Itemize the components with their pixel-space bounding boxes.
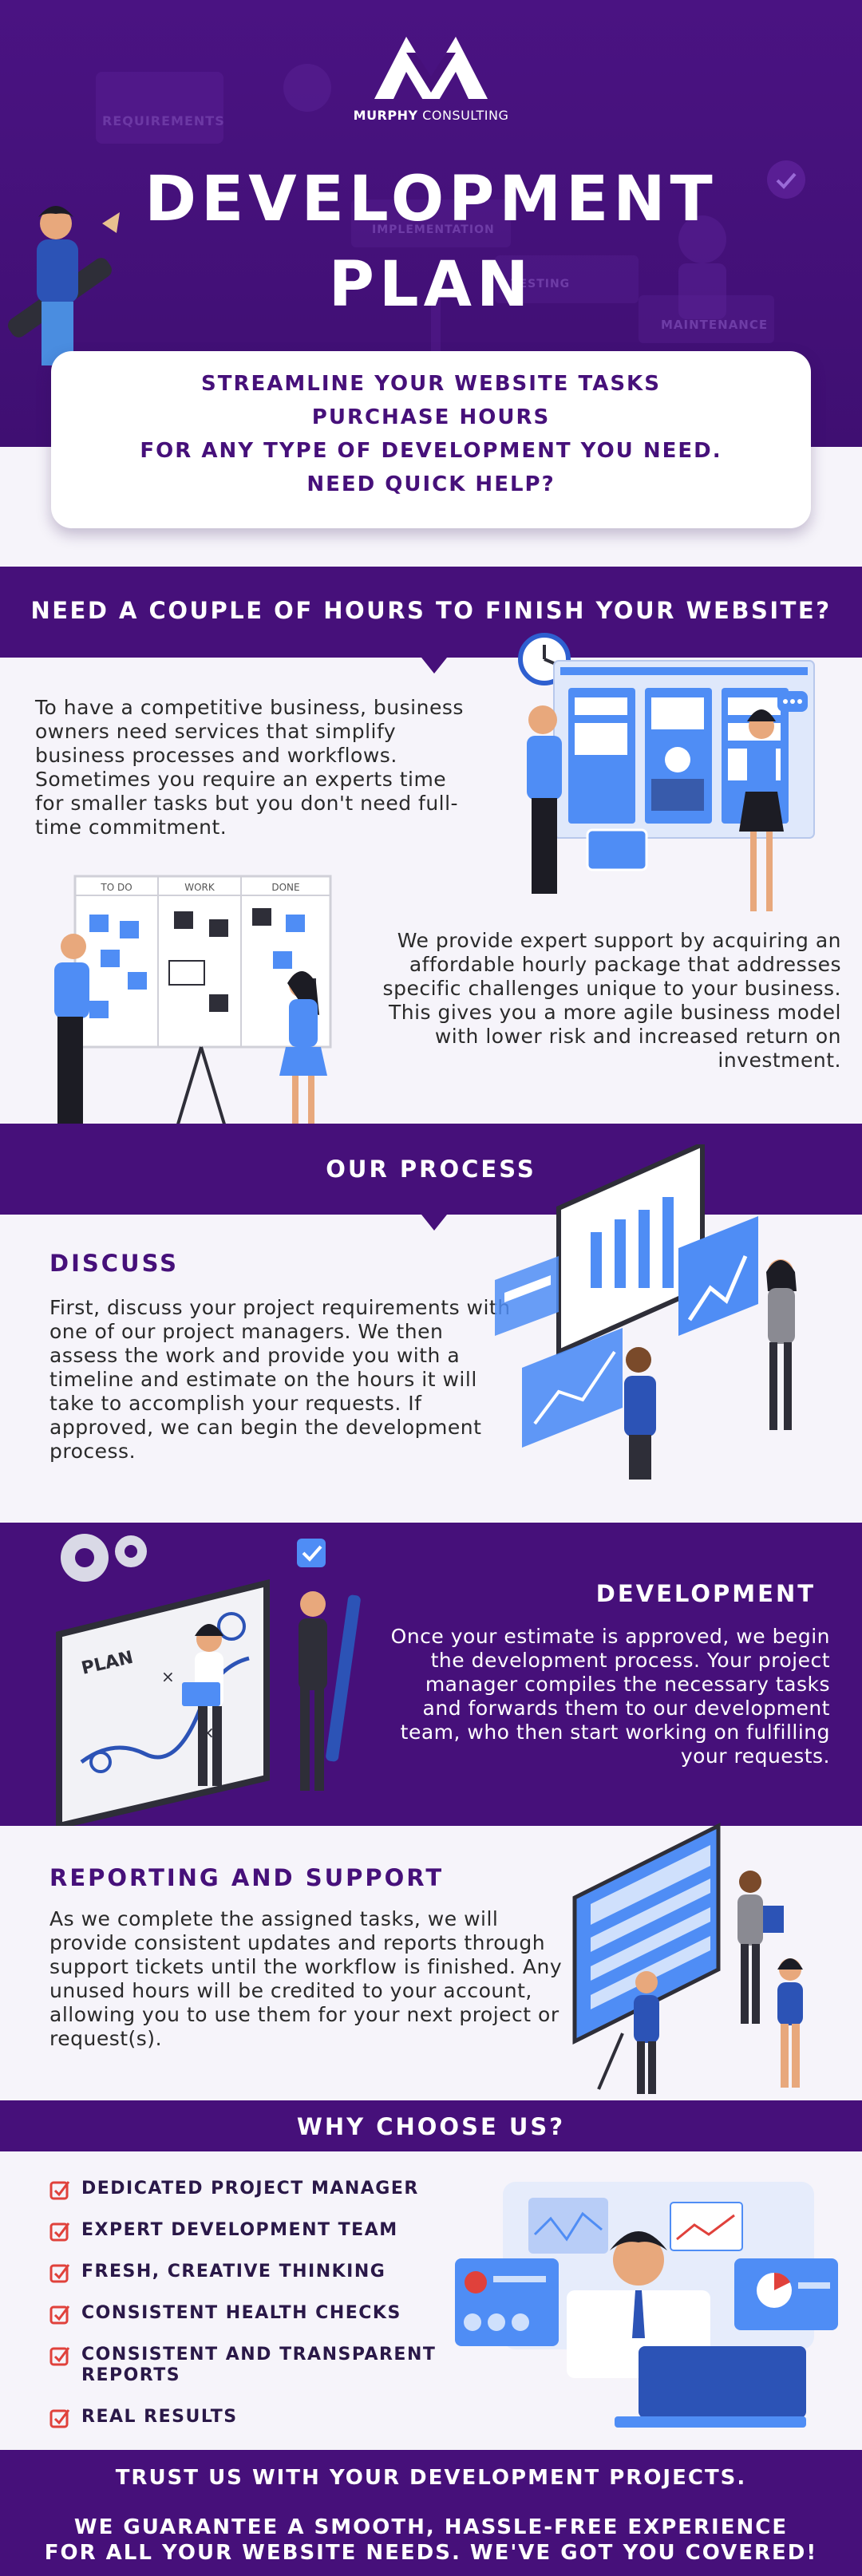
checkbox-icon — [49, 2181, 70, 2200]
why-item-label: REAL RESULTS — [81, 2407, 238, 2427]
hero-background-art — [96, 64, 805, 447]
hero-title-line1: DEVELOPMENT — [144, 164, 718, 235]
brand-name: MURPHY CONSULTING — [0, 108, 862, 123]
need-hours-header-band: NEED A COUPLE OF HOURS TO FINISH YOUR WE… — [0, 567, 862, 658]
intro-card: STREAMLINE YOUR WEBSITE TASKS PURCHASE H… — [51, 351, 811, 528]
developer-dashboard-illustration — [455, 2182, 838, 2428]
checkbox-icon — [49, 2409, 70, 2428]
why-heading: WHY CHOOSE US? — [296, 2113, 566, 2140]
checkbox-icon — [49, 2264, 70, 2283]
need-hours-heading: NEED A COUPLE OF HOURS TO FINISH YOUR WE… — [30, 597, 832, 624]
why-item: DEDICATED PROJECT MANAGER — [49, 2179, 419, 2200]
plan-board-illustration: PLAN × × — [56, 1534, 361, 1826]
brand-name-regular: CONSULTING — [422, 108, 509, 123]
woman-with-pencil-illustration — [8, 206, 120, 365]
why-item-label: EXPERT DEVELOPMENT TEAM — [81, 2220, 398, 2240]
need-hours-paragraph-1: To have a competitive business, business… — [35, 696, 464, 839]
step-reporting-title: REPORTING AND SUPPORT — [49, 1864, 445, 1891]
kanban-col-work: WORK — [184, 882, 216, 893]
why-item-label: FRESH, CREATIVE THINKING — [81, 2262, 386, 2282]
kanban-board-illustration: TO DO WORK DONE — [54, 875, 332, 1127]
team-task-board-illustration — [518, 633, 815, 911]
intro-line-4: NEED QUICK HELP? — [306, 472, 556, 496]
hero-title-line2: PLAN — [328, 249, 534, 321]
why-item: EXPERT DEVELOPMENT TEAM — [49, 2220, 398, 2242]
why-item: REAL RESULTS — [49, 2407, 238, 2428]
footer-line-1: TRUST US WITH YOUR DEVELOPMENT PROJECTS. — [115, 2466, 747, 2490]
step-development-band: PLAN × × DEVELOPMENT Once your estimate … — [0, 1523, 862, 1826]
need-hours-pointer — [421, 658, 447, 674]
checkbox-icon — [49, 2347, 70, 2366]
step-discuss-text: First, discuss your project requirements… — [49, 1296, 511, 1463]
hero-bg-label-maintenance: MAINTENANCE — [661, 318, 769, 332]
intro-line-1: STREAMLINE YOUR WEBSITE TASKS — [201, 372, 661, 396]
why-item: CONSISTENT AND TRANSPARENT REPORTS — [49, 2345, 449, 2386]
hero-bg-label-implementation: IMPLEMENTATION — [372, 223, 495, 236]
murphy-consulting-logo-icon — [374, 37, 488, 99]
why-item-label: CONSISTENT HEALTH CHECKS — [81, 2303, 401, 2323]
kanban-col-todo: TO DO — [100, 882, 132, 893]
process-header-band: OUR PROCESS — [0, 1124, 862, 1215]
brand-name-bold: MURPHY — [353, 108, 418, 123]
why-item: CONSISTENT HEALTH CHECKS — [49, 2303, 401, 2325]
why-item: FRESH, CREATIVE THINKING — [49, 2262, 386, 2283]
footer-line-3: FOR ALL YOUR WEBSITE NEEDS. WE'VE GOT YO… — [44, 2541, 818, 2565]
step-reporting-text: As we complete the assigned tasks, we wi… — [49, 1907, 563, 2050]
checkbox-icon — [49, 2305, 70, 2325]
step-development-title: DEVELOPMENT — [595, 1580, 816, 1607]
footer-band: TRUST US WITH YOUR DEVELOPMENT PROJECTS.… — [0, 2450, 862, 2576]
hero-bg-label-testing: TESTING — [511, 278, 571, 290]
why-header-band: WHY CHOOSE US? — [0, 2100, 862, 2151]
why-item-label: CONSISTENT AND TRANSPARENT REPORTS — [81, 2345, 437, 2385]
intro-line-3: FOR ANY TYPE OF DEVELOPMENT YOU NEED. — [140, 439, 722, 463]
need-hours-paragraph-2: We provide expert support by acquiring a… — [382, 929, 841, 1072]
intro-line-2: PURCHASE HOURS — [311, 405, 551, 429]
kanban-col-done: DONE — [271, 882, 299, 893]
checkbox-icon — [49, 2222, 70, 2242]
process-pointer — [421, 1215, 447, 1231]
process-heading: OUR PROCESS — [326, 1156, 536, 1183]
discuss-analytics-illustration — [495, 1144, 797, 1480]
footer-line-2: WE GUARANTEE A SMOOTH, HASSLE-FREE EXPER… — [73, 2515, 789, 2539]
why-item-label: DEDICATED PROJECT MANAGER — [81, 2179, 419, 2199]
reporting-board-illustration — [572, 1822, 803, 2094]
hero-bg-label-requirements: REQUIREMENTS — [102, 113, 225, 128]
svg-text:×: × — [161, 1667, 175, 1686]
step-discuss-title: DISCUSS — [49, 1250, 180, 1277]
step-development-text: Once your estimate is approved, we begin… — [390, 1625, 830, 1768]
